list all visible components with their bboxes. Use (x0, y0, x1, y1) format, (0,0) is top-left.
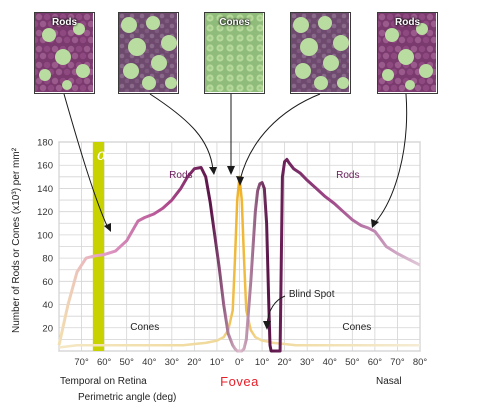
x-tick-label: 50° (120, 357, 135, 368)
panel-letter: α (97, 145, 108, 164)
annotation-label: Cones (130, 322, 159, 333)
x-tick-label: 50° (345, 357, 360, 368)
y-tick-label: 140 (37, 184, 53, 195)
x-tick-label: 70° (74, 357, 89, 368)
annotation-arrows (63, 93, 408, 330)
annotation-label: Rods (336, 170, 359, 181)
retina-tile-mixed (118, 12, 179, 94)
x-tick-label: 60° (97, 357, 112, 368)
x-tick-label: 40° (142, 357, 157, 368)
fovea-label: Fovea (220, 374, 259, 389)
y-tick-label: 60 (42, 277, 53, 288)
y-tick-label: 180 (37, 138, 53, 149)
x-left-note: Temporal on Retina (60, 376, 147, 387)
tile-label: Cones (219, 17, 250, 28)
x-tick-label: 40° (323, 357, 338, 368)
series-line-rods (57, 157, 421, 353)
tile-label: Rods (395, 17, 420, 28)
y-tick-label: 120 (37, 207, 53, 218)
retina-tile-cones: Cones (204, 12, 265, 94)
y-tick-label: 40 (42, 300, 53, 311)
x-tick-label: 20° (187, 357, 202, 368)
x-tick-label: 20° (277, 357, 292, 368)
retina-tile-mixed (290, 12, 351, 94)
y-tick-label: 20 (42, 323, 53, 334)
retina-tile-rods: Rods (377, 12, 438, 94)
x-tick-label: 10° (255, 357, 270, 368)
annotation-label: Cones (342, 322, 371, 333)
x-tick-label: 30° (300, 357, 315, 368)
x-tick-label: 0° (235, 357, 244, 368)
grid (58, 141, 421, 352)
x-tick-label: 70° (390, 357, 405, 368)
tile-label: Rods (52, 17, 77, 28)
annotation-label: Rods (169, 170, 192, 181)
x-tick-label: 30° (165, 357, 180, 368)
x-right-note: Nasal (376, 376, 402, 387)
retina-tile-rods: Rods (34, 12, 95, 94)
x-tick-label: 60° (368, 357, 383, 368)
x-tick-label: 80° (413, 357, 428, 368)
annotation-label: Blind Spot (289, 289, 335, 300)
x-tick-label: 10° (210, 357, 225, 368)
y-tick-label: 80 (42, 254, 53, 265)
y-axis-label: Number of Rods or Cones (x10³) per mm² (11, 147, 22, 333)
x-axis-label: Perimetric angle (deg) (78, 392, 176, 403)
blind-spot-band (92, 142, 105, 351)
y-tick-label: 100 (37, 230, 53, 241)
y-tick-label: 160 (37, 161, 53, 172)
